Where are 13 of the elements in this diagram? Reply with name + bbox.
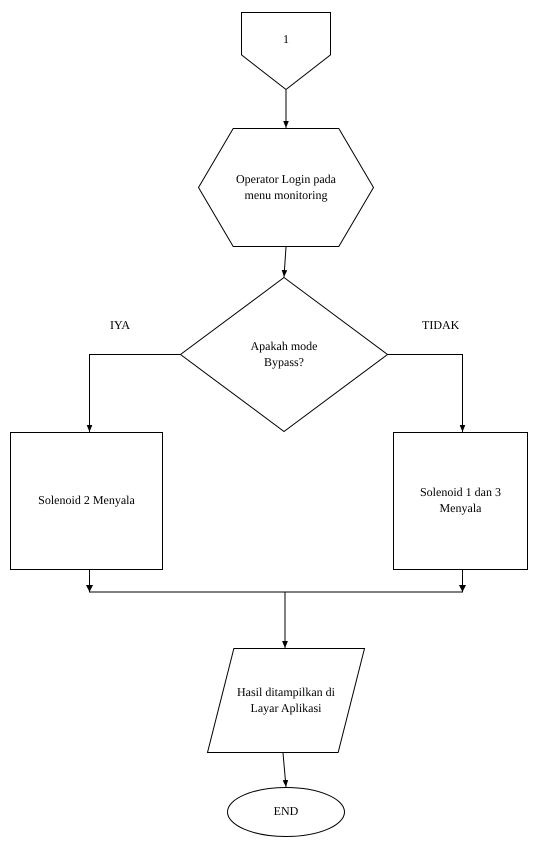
arrow <box>283 90 289 128</box>
node-text: 1 <box>283 32 289 48</box>
arrow <box>86 354 180 432</box>
arrow <box>388 354 466 432</box>
node-text: Hasil ditampilkan di Layar Aplikasi <box>236 684 336 716</box>
arrow <box>282 246 288 278</box>
arrow <box>282 570 463 648</box>
node-text: Apakah mode Bypass? <box>250 338 318 370</box>
node-text: Solenoid 1 dan 3 Menyala <box>419 485 502 517</box>
node-text: Solenoid 2 Menyala <box>38 493 135 509</box>
arrow <box>282 752 288 788</box>
node-text: Operator Login pada menu monitoring <box>236 172 336 204</box>
node-text: END <box>274 804 298 820</box>
